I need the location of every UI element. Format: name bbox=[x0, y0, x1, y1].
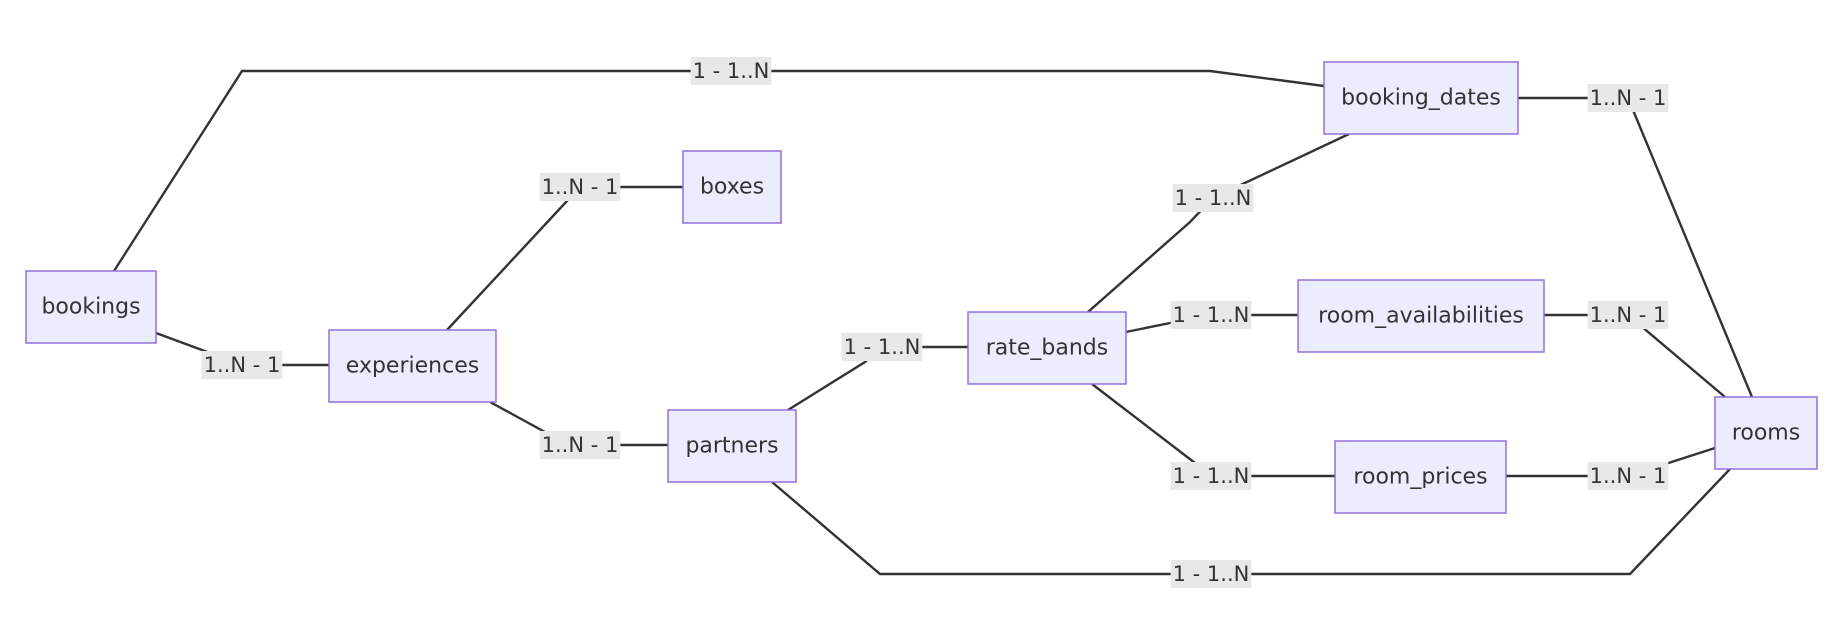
edge-label-rate_bands-to-booking_dates: 1 - 1..N bbox=[1172, 184, 1254, 212]
edge-label-text: 1 - 1..N bbox=[693, 59, 770, 83]
edge-label-background bbox=[1170, 560, 1252, 588]
edge-experiences-to-boxes bbox=[446, 185, 683, 331]
node-rate-bands: rate_bands bbox=[967, 311, 1127, 385]
edge-label-background bbox=[1587, 462, 1669, 490]
node-box bbox=[667, 409, 797, 483]
edge-label-background bbox=[1587, 84, 1669, 112]
edge-label-text: 1 - 1..N bbox=[1173, 464, 1250, 488]
node-room-prices: room_prices bbox=[1334, 440, 1507, 514]
edge-label-background bbox=[1172, 184, 1254, 212]
node-room-availabilities: room_availabilities bbox=[1297, 279, 1545, 353]
edge-label-text: 1 - 1..N bbox=[844, 335, 921, 359]
edge-label-bookings-to-booking_dates: 1 - 1..N bbox=[690, 57, 772, 85]
edge-label-text: 1..N - 1 bbox=[1590, 464, 1667, 488]
edge-label-partners-to-rooms: 1 - 1..N bbox=[1170, 560, 1252, 588]
edge-label-text: 1..N - 1 bbox=[1590, 303, 1667, 327]
edge-label-room_availabilities-to-rooms: 1..N - 1 bbox=[1587, 301, 1669, 329]
node-box bbox=[967, 311, 1127, 385]
node-partners: partners bbox=[667, 409, 797, 483]
edge-label-background bbox=[1587, 301, 1669, 329]
node-box bbox=[682, 150, 782, 224]
node-boxes: boxes bbox=[682, 150, 782, 224]
node-label: partners bbox=[685, 434, 778, 459]
node-box bbox=[1334, 440, 1507, 514]
edge-label-text: 1..N - 1 bbox=[542, 433, 619, 457]
edge-label-background bbox=[690, 57, 772, 85]
node-box bbox=[25, 270, 157, 344]
node-label: rooms bbox=[1732, 421, 1800, 446]
node-box bbox=[1297, 279, 1545, 353]
edge-label-background bbox=[841, 333, 923, 361]
node-label: experiences bbox=[346, 354, 479, 379]
edge-label-background bbox=[1170, 301, 1252, 329]
node-label: bookings bbox=[41, 295, 140, 320]
edge-label-experiences-to-partners: 1..N - 1 bbox=[539, 431, 621, 459]
edge-label-rate_bands-to-room_prices: 1 - 1..N bbox=[1170, 462, 1252, 490]
node-bookings: bookings bbox=[25, 270, 157, 344]
edge-label-rate_bands-to-room_availabilities: 1 - 1..N bbox=[1170, 301, 1252, 329]
node-rooms: rooms bbox=[1714, 396, 1818, 470]
edge-label-text: 1 - 1..N bbox=[1173, 303, 1250, 327]
node-experiences: experiences bbox=[328, 329, 497, 403]
node-label: rate_bands bbox=[986, 336, 1109, 361]
node-label: room_prices bbox=[1353, 465, 1487, 490]
edge-label-text: 1 - 1..N bbox=[1175, 186, 1252, 210]
edge-label-text: 1..N - 1 bbox=[1590, 86, 1667, 110]
edge-label-text: 1 - 1..N bbox=[1173, 562, 1250, 586]
node-box bbox=[1323, 61, 1519, 135]
edge-label-bookings-to-experiences: 1..N - 1 bbox=[201, 351, 283, 379]
node-label: booking_dates bbox=[1341, 86, 1501, 111]
edge-label-background bbox=[539, 173, 621, 201]
node-box bbox=[328, 329, 497, 403]
edge-booking_dates-to-rooms bbox=[1518, 96, 1754, 398]
edge-label-experiences-to-boxes: 1..N - 1 bbox=[539, 173, 621, 201]
node-box bbox=[1714, 396, 1818, 470]
node-booking-dates: booking_dates bbox=[1323, 61, 1519, 135]
edge-label-room_prices-to-rooms: 1..N - 1 bbox=[1587, 462, 1669, 490]
node-label: boxes bbox=[700, 175, 764, 200]
edge-label-background bbox=[539, 431, 621, 459]
edge-partners-to-rooms bbox=[771, 468, 1731, 576]
edge-label-background bbox=[201, 351, 283, 379]
edge-label-text: 1..N - 1 bbox=[542, 175, 619, 199]
edge-label-background bbox=[1170, 462, 1252, 490]
edge-label-booking_dates-to-rooms: 1..N - 1 bbox=[1587, 84, 1669, 112]
node-label: room_availabilities bbox=[1318, 304, 1524, 329]
edge-label-partners-to-rate_bands: 1 - 1..N bbox=[841, 333, 923, 361]
edge-label-text: 1..N - 1 bbox=[204, 353, 281, 377]
